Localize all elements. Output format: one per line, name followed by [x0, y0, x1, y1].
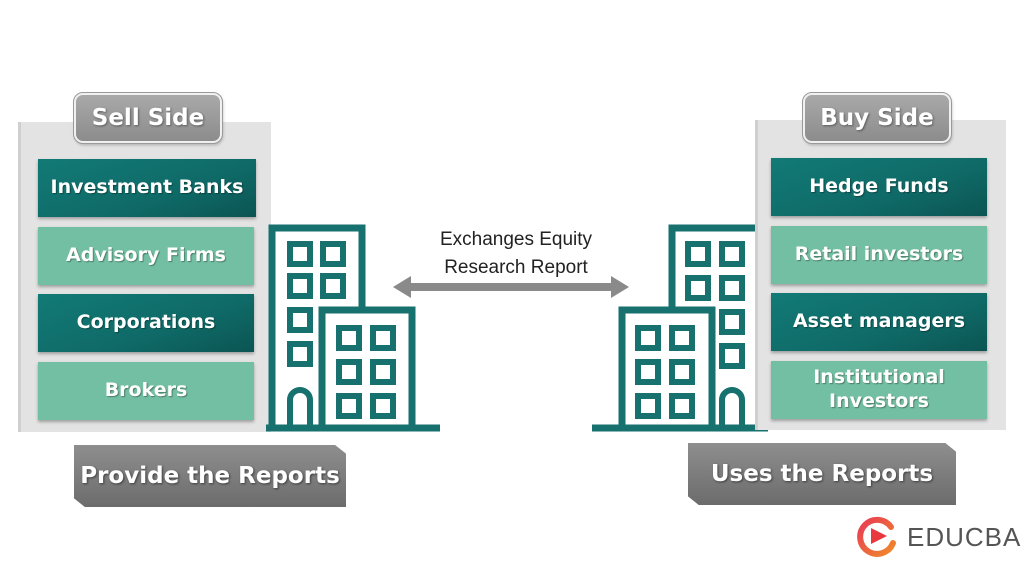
- connector-line1: Exchanges Equity: [439, 229, 593, 250]
- buy-item-asset-managers: Asset managers: [771, 293, 987, 351]
- buy-item-hedge-funds: Hedge Funds: [771, 158, 987, 216]
- sell-side-title: Sell Side: [73, 92, 223, 144]
- sell-item-investment-banks: Investment Banks: [38, 159, 256, 217]
- building-icon: [592, 224, 768, 432]
- educba-logo-icon: [857, 516, 896, 557]
- double-arrow-icon: [393, 276, 629, 298]
- buy-item-institutional-investors: Institutional Investors: [771, 361, 987, 419]
- provide-reports-label: Provide the Reports: [74, 445, 346, 507]
- building-icon: [266, 224, 440, 432]
- buy-side-title: Buy Side: [802, 92, 952, 144]
- buy-item-retail-investors: Retail investors: [771, 226, 987, 284]
- educba-logo: EDUCBA: [855, 515, 1021, 559]
- sell-item-brokers: Brokers: [38, 362, 254, 420]
- connector-caption: Exchanges Equity Research Report: [410, 226, 622, 282]
- sell-item-advisory-firms: Advisory Firms: [38, 227, 254, 285]
- sell-item-corporations: Corporations: [38, 294, 254, 352]
- connector-line2: Research Report: [444, 257, 588, 278]
- brand-name: EDUCBA: [907, 521, 1022, 552]
- uses-reports-label: Uses the Reports: [688, 443, 956, 505]
